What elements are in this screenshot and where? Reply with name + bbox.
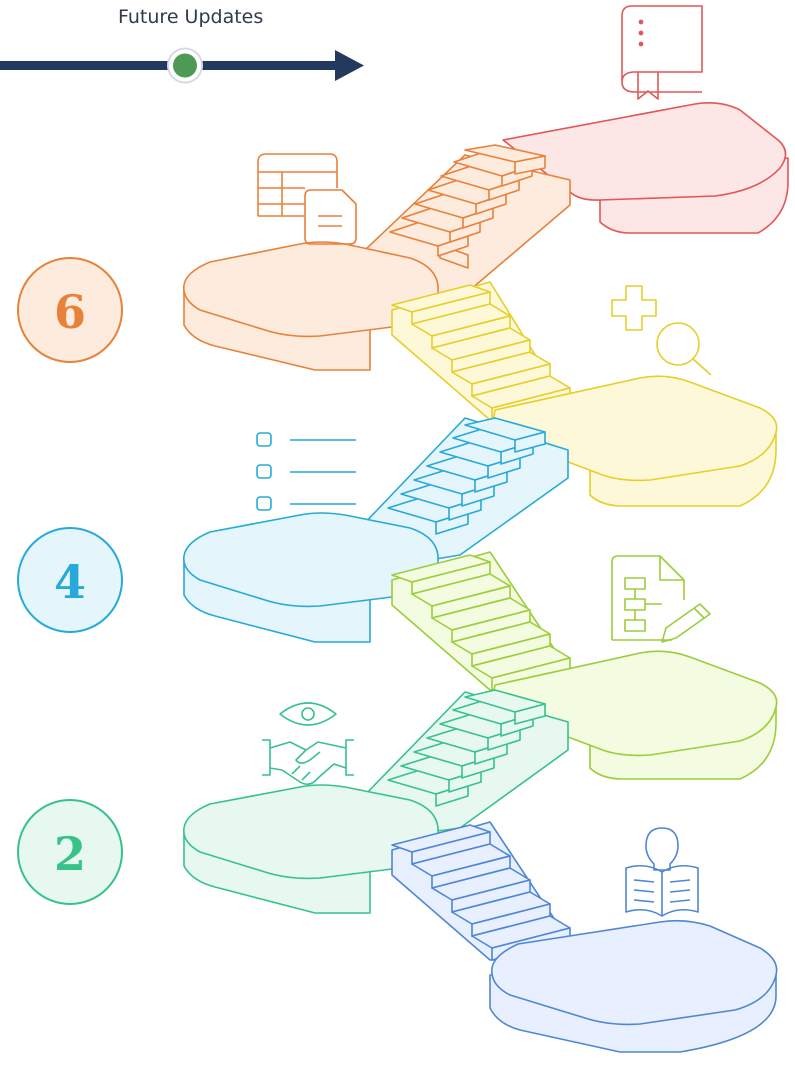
badge-6-number: 6 xyxy=(54,285,86,339)
stair-3-4 xyxy=(392,552,570,690)
handshake-eye-icon xyxy=(262,703,354,784)
step-4: 4 xyxy=(18,433,438,642)
document-flowchart-pencil-icon xyxy=(612,556,710,642)
badge-2-number: 2 xyxy=(54,827,86,881)
timeline-arrow xyxy=(0,49,364,83)
timeline-dot-fill xyxy=(173,54,197,78)
table-document-icon xyxy=(258,154,356,244)
book-bookmark-icon xyxy=(622,6,702,99)
reading-book-icon xyxy=(626,828,698,916)
step-6: 6 xyxy=(18,154,438,370)
badge-4-number: 4 xyxy=(54,555,86,609)
step-2: 2 xyxy=(18,703,438,913)
checklist-icon xyxy=(257,433,356,510)
plus-search-icon xyxy=(612,286,711,375)
